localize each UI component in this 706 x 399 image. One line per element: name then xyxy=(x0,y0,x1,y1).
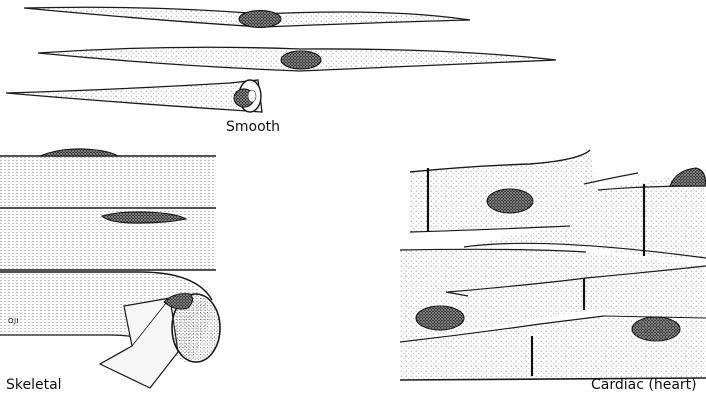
skeletal-label: Skeletal xyxy=(6,377,62,393)
smooth-cell-3 xyxy=(6,80,262,112)
cardiac-nucleus-3 xyxy=(416,306,464,330)
skeletal-muscle-group xyxy=(0,149,220,388)
smooth-cell-2-nucleus xyxy=(281,51,321,69)
smooth-label: Smooth xyxy=(226,119,280,135)
skeletal-fiber-1 xyxy=(0,156,216,208)
cardiac-nucleus-2 xyxy=(670,168,706,186)
cardiac-cell-upper xyxy=(410,150,706,258)
smooth-muscle-group xyxy=(6,7,556,112)
artist-initials: OJI xyxy=(8,317,19,325)
cardiac-muscle-group xyxy=(400,150,706,380)
skeletal-fiber-1-nucleus xyxy=(40,149,118,156)
cardiac-nucleus-1 xyxy=(487,189,533,213)
smooth-cell-1-nucleus xyxy=(239,11,281,28)
cardiac-label: Cardiac (heart) xyxy=(591,377,697,393)
